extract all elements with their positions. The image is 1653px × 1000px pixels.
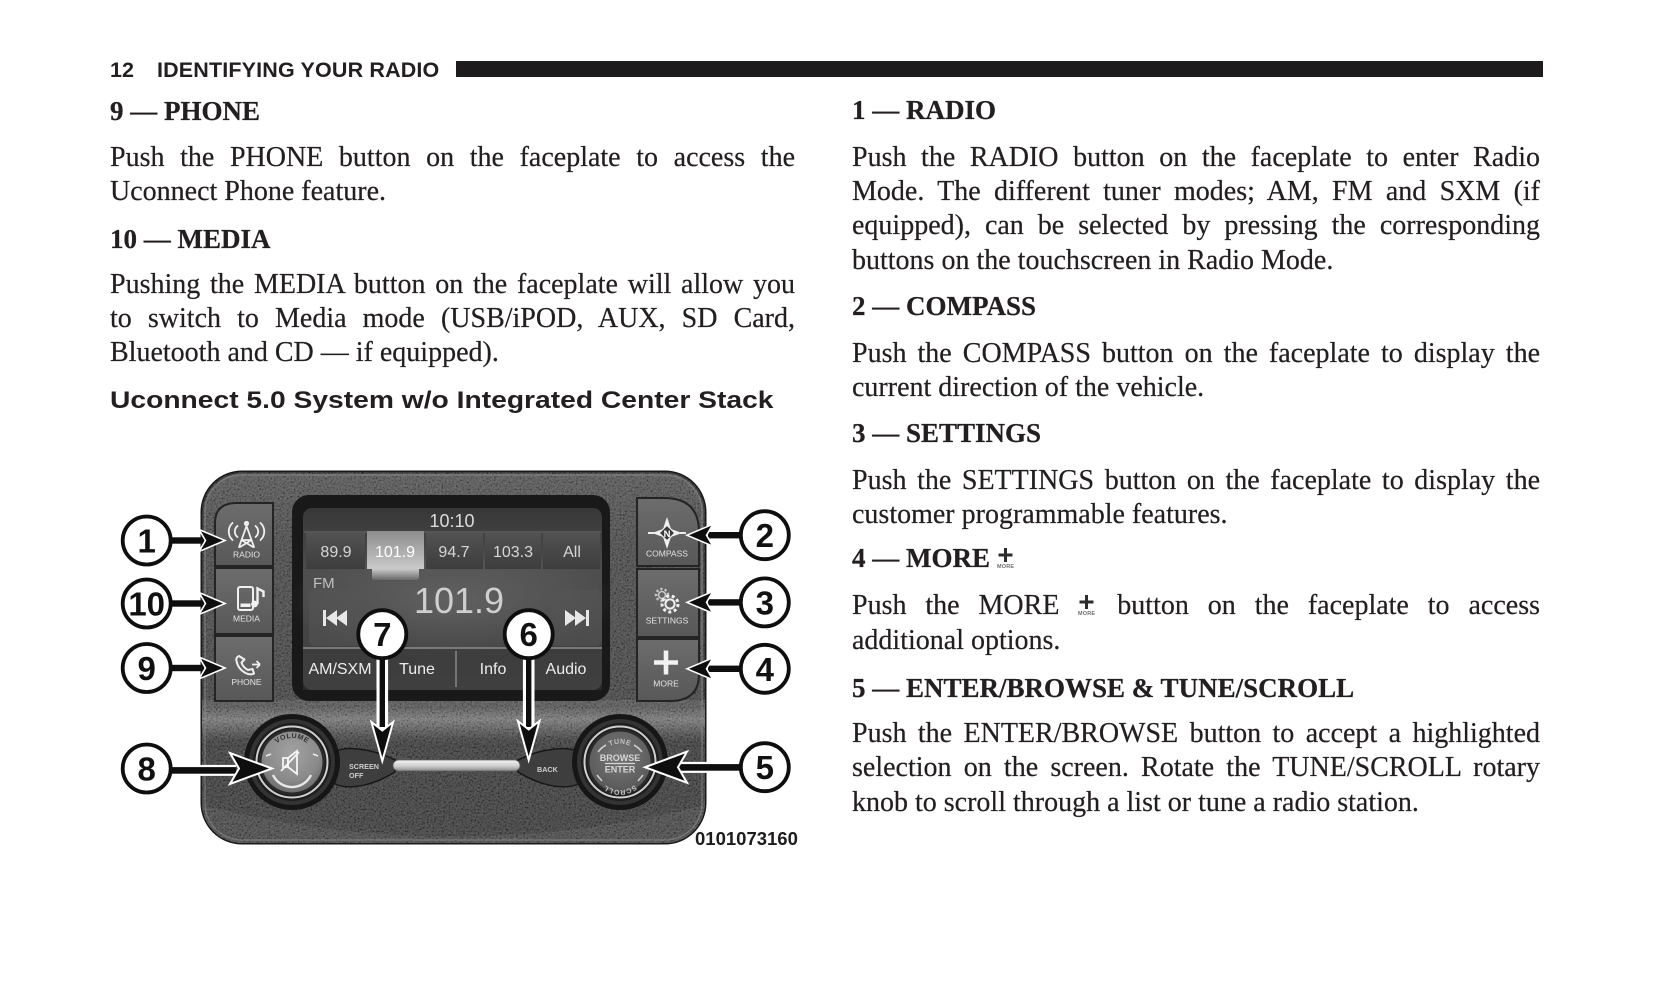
svg-text:Info: Info	[480, 661, 507, 678]
svg-text:8: 8	[138, 751, 156, 788]
svg-text:101.9: 101.9	[414, 580, 504, 621]
svg-text:All: All	[563, 544, 581, 561]
svg-text:RADIO: RADIO	[233, 550, 260, 560]
svg-text:SCREEN: SCREEN	[349, 762, 379, 771]
svg-text:10:10: 10:10	[429, 511, 474, 531]
svg-text:MORE: MORE	[1078, 611, 1095, 617]
svg-text:PHONE: PHONE	[231, 677, 262, 687]
svg-text:FM: FM	[313, 575, 335, 592]
svg-text:OFF: OFF	[349, 771, 364, 780]
svg-text:ENTER: ENTER	[605, 765, 636, 775]
svg-text:BROWSE: BROWSE	[600, 753, 641, 763]
svg-text:1: 1	[138, 523, 156, 560]
svg-text:MORE: MORE	[653, 679, 679, 689]
svg-text:MORE: MORE	[997, 564, 1014, 570]
svg-text:5: 5	[756, 749, 774, 786]
svg-text:7: 7	[373, 616, 391, 653]
svg-text:103.3: 103.3	[493, 544, 533, 561]
svg-text:2: 2	[756, 517, 774, 554]
svg-text:Tune: Tune	[399, 661, 435, 678]
svg-text:0101073160: 0101073160	[695, 828, 798, 849]
svg-text:9: 9	[138, 650, 156, 687]
svg-text:AM/SXM: AM/SXM	[308, 661, 371, 678]
svg-text:Audio: Audio	[546, 661, 587, 678]
svg-text:SETTINGS: SETTINGS	[646, 616, 689, 626]
svg-text:4: 4	[756, 651, 775, 688]
svg-text:TUNE: TUNE	[608, 739, 632, 748]
svg-text:94.7: 94.7	[438, 544, 469, 561]
svg-text:3: 3	[756, 584, 774, 621]
svg-text:10: 10	[128, 586, 165, 623]
svg-text:N: N	[664, 529, 671, 540]
svg-text:BACK: BACK	[537, 765, 559, 774]
svg-text:101.9: 101.9	[375, 544, 415, 561]
svg-text:89.9: 89.9	[320, 544, 351, 561]
svg-text:6: 6	[520, 616, 538, 653]
svg-text:COMPASS: COMPASS	[646, 549, 688, 559]
svg-text:MEDIA: MEDIA	[233, 614, 260, 624]
svg-text:SCROLL: SCROLL	[602, 783, 637, 795]
